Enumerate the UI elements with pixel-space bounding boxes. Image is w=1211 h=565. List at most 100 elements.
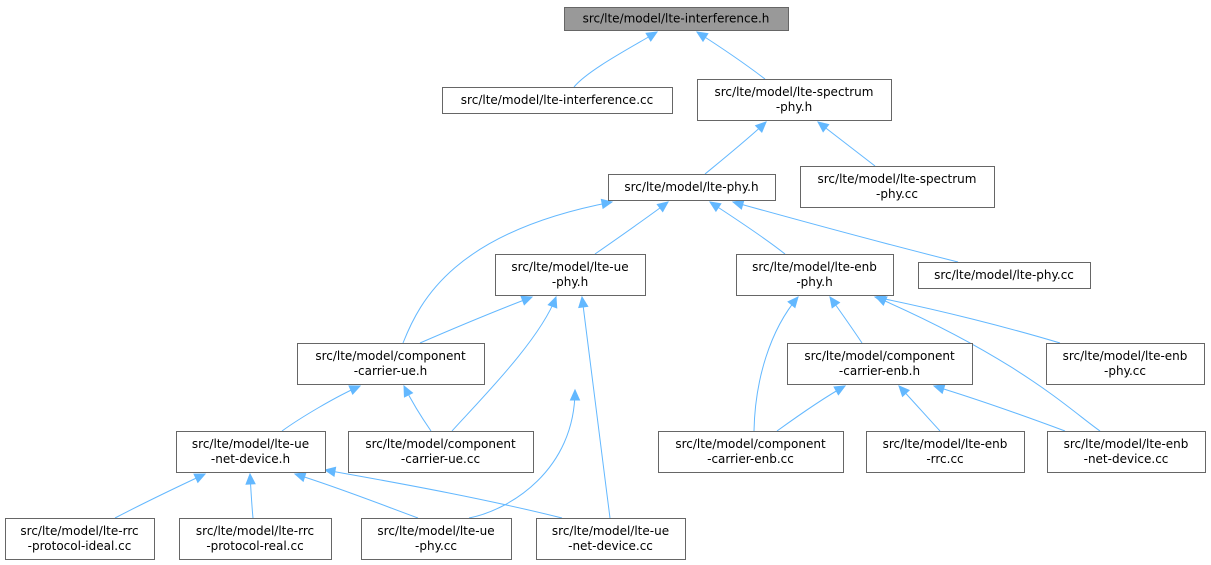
- node-label: -phy.h: [776, 100, 812, 114]
- node-lte-spectrum-phy-h[interactable]: src/lte/model/lte-spectrum-phy.h: [697, 79, 892, 121]
- edge-component-carrier-ue-h-to-lte-phy-h: [402, 198, 614, 344]
- node-lte-ue-phy-h[interactable]: src/lte/model/lte-ue-phy.h: [495, 254, 646, 296]
- arrowhead-icon: [874, 296, 888, 307]
- node-box: [297, 343, 485, 385]
- node-label: -phy.h: [552, 275, 588, 289]
- node-box: [1046, 343, 1205, 385]
- edge-line: [402, 201, 613, 344]
- node-label: src/lte/model/lte-enb: [752, 260, 877, 274]
- node-box: [658, 431, 844, 473]
- node-box: [348, 431, 534, 473]
- edge-line: [933, 385, 1066, 432]
- node-label: -protocol-ideal.cc: [28, 539, 132, 553]
- node-label: src/lte/model/lte-spectrum: [818, 172, 977, 186]
- arrowhead-icon: [708, 201, 722, 213]
- edge-lte-ue-net-device-h-to-component-carrier-ue-h: [281, 385, 362, 432]
- node-label: src/lte/model/component: [365, 437, 516, 451]
- edge-line: [776, 385, 846, 432]
- node-lte-interference-h[interactable]: src/lte/model/lte-interference.h: [564, 7, 789, 31]
- arrowhead-icon: [898, 385, 911, 398]
- node-label: src/lte/model/lte-ue: [511, 260, 628, 274]
- arrowhead-icon: [731, 199, 745, 210]
- node-label: src/lte/model/lte-enb: [883, 437, 1008, 451]
- arrowhead-icon: [817, 121, 830, 133]
- edge-lte-ue-net-device-cc-to-lte-ue-phy-h: [578, 295, 611, 519]
- edge-line: [753, 296, 799, 432]
- node-component-carrier-ue-h[interactable]: src/lte/model/component-carrier-ue.h: [297, 343, 485, 385]
- node-label: src/lte/model/lte-enb: [1063, 349, 1188, 363]
- node-label: src/lte/model/lte-phy.cc: [934, 268, 1074, 282]
- node-component-carrier-enb-cc[interactable]: src/lte/model/component-carrier-enb.cc: [658, 431, 844, 473]
- arrowhead-icon: [833, 385, 847, 396]
- arrowhead-icon: [348, 385, 362, 396]
- node-label: -carrier-ue.cc: [401, 452, 480, 466]
- node-label: -carrier-enb.h: [839, 364, 920, 378]
- node-label: -carrier-ue.h: [354, 364, 428, 378]
- edge-lte-rrc-protocol-ideal-cc-to-lte-ue-net-device-h: [114, 473, 207, 519]
- edge-line: [294, 473, 419, 519]
- node-box: [608, 174, 776, 201]
- arrowhead-icon: [245, 472, 256, 485]
- node-box: [736, 254, 894, 296]
- node-box: [697, 79, 892, 121]
- node-label: -net-device.cc: [568, 539, 653, 553]
- arrowhead-icon: [569, 388, 581, 401]
- edge-line: [419, 296, 533, 344]
- arrowhead-icon: [754, 121, 767, 134]
- nodes-layer: src/lte/model/lte-interference.h src/lte/…: [5, 7, 1206, 560]
- node-label: -phy.cc: [1104, 364, 1146, 378]
- edge-line: [704, 121, 767, 175]
- arrowhead-icon: [787, 296, 799, 309]
- edge-lte-spectrum-phy-cc-to-lte-spectrum-phy-h: [817, 121, 876, 167]
- node-lte-enb-net-device-cc[interactable]: src/lte/model/lte-enb-net-device.cc: [1047, 431, 1206, 473]
- arrowhead-icon: [193, 473, 207, 484]
- node-lte-ue-net-device-cc[interactable]: src/lte/model/lte-ue-net-device.cc: [536, 518, 686, 560]
- node-box: [918, 262, 1091, 289]
- node-box: [5, 518, 155, 560]
- node-label: -phy.cc: [415, 539, 457, 553]
- edge-component-carrier-ue-h-to-lte-ue-phy-h: [419, 295, 534, 344]
- edge-line: [594, 201, 669, 255]
- edge-lte-ue-phy-cc-to-lte-ue-net-device-h: [293, 472, 419, 519]
- node-label: src/lte/model/lte-rrc: [196, 524, 314, 538]
- edge-lte-phy-h-to-lte-spectrum-phy-h: [704, 121, 767, 175]
- edge-lte-phy-cc-to-lte-phy-h: [731, 199, 959, 263]
- node-box: [787, 343, 973, 385]
- edges-layer: [114, 31, 1101, 519]
- arrowhead-icon: [323, 466, 337, 478]
- node-lte-interference-cc[interactable]: src/lte/model/lte-interference.cc: [442, 87, 673, 114]
- arrowhead-icon: [293, 472, 307, 483]
- node-lte-enb-rrc-cc[interactable]: src/lte/model/lte-enb-rrc.cc: [866, 431, 1025, 473]
- node-lte-phy-h[interactable]: src/lte/model/lte-phy.h: [608, 174, 776, 201]
- arrowhead-icon: [403, 384, 414, 398]
- arrowhead-icon: [656, 201, 669, 213]
- edge-component-carrier-enb-cc-to-lte-enb-phy-h: [753, 296, 799, 432]
- edge-line: [281, 385, 361, 432]
- node-label: src/lte/model/component: [675, 437, 826, 451]
- node-label: -rrc.cc: [926, 452, 963, 466]
- node-lte-spectrum-phy-cc[interactable]: src/lte/model/lte-spectrum-phy.cc: [800, 166, 995, 208]
- node-label: src/lte/model/lte-spectrum: [715, 85, 874, 99]
- node-component-carrier-ue-cc[interactable]: src/lte/model/component-carrier-ue.cc: [348, 431, 534, 473]
- node-lte-enb-phy-cc[interactable]: src/lte/model/lte-enb-phy.cc: [1046, 343, 1205, 385]
- node-component-carrier-enb-h[interactable]: src/lte/model/component-carrier-enb.h: [787, 343, 973, 385]
- edge-component-carrier-enb-cc-to-component-carrier-enb-h: [776, 385, 847, 432]
- node-label: -net-device.cc: [1084, 452, 1169, 466]
- node-label: -protocol-real.cc: [206, 539, 303, 553]
- node-label: src/lte/model/lte-rrc: [20, 524, 138, 538]
- node-box: [361, 518, 512, 560]
- edge-lte-enb-rrc-cc-to-component-carrier-enb-h: [898, 385, 941, 432]
- node-lte-ue-phy-cc[interactable]: src/lte/model/lte-ue-phy.cc: [361, 518, 512, 560]
- arrowhead-icon: [520, 295, 534, 306]
- node-box: [179, 518, 332, 560]
- node-lte-phy-cc[interactable]: src/lte/model/lte-phy.cc: [918, 262, 1091, 289]
- node-lte-rrc-protocol-ideal-cc[interactable]: src/lte/model/lte-rrc-protocol-ideal.cc: [5, 518, 155, 560]
- node-lte-ue-net-device-h[interactable]: src/lte/model/lte-ue-net-device.h: [176, 431, 326, 473]
- edge-lte-spectrum-phy-h-to-lte-interference-h: [695, 31, 766, 80]
- edge-line: [709, 201, 786, 255]
- node-lte-enb-phy-h[interactable]: src/lte/model/lte-enb-phy.h: [736, 254, 894, 296]
- node-box: [866, 431, 1025, 473]
- node-lte-rrc-protocol-real-cc[interactable]: src/lte/model/lte-rrc-protocol-real.cc: [179, 518, 332, 560]
- arrowhead-icon: [547, 295, 558, 309]
